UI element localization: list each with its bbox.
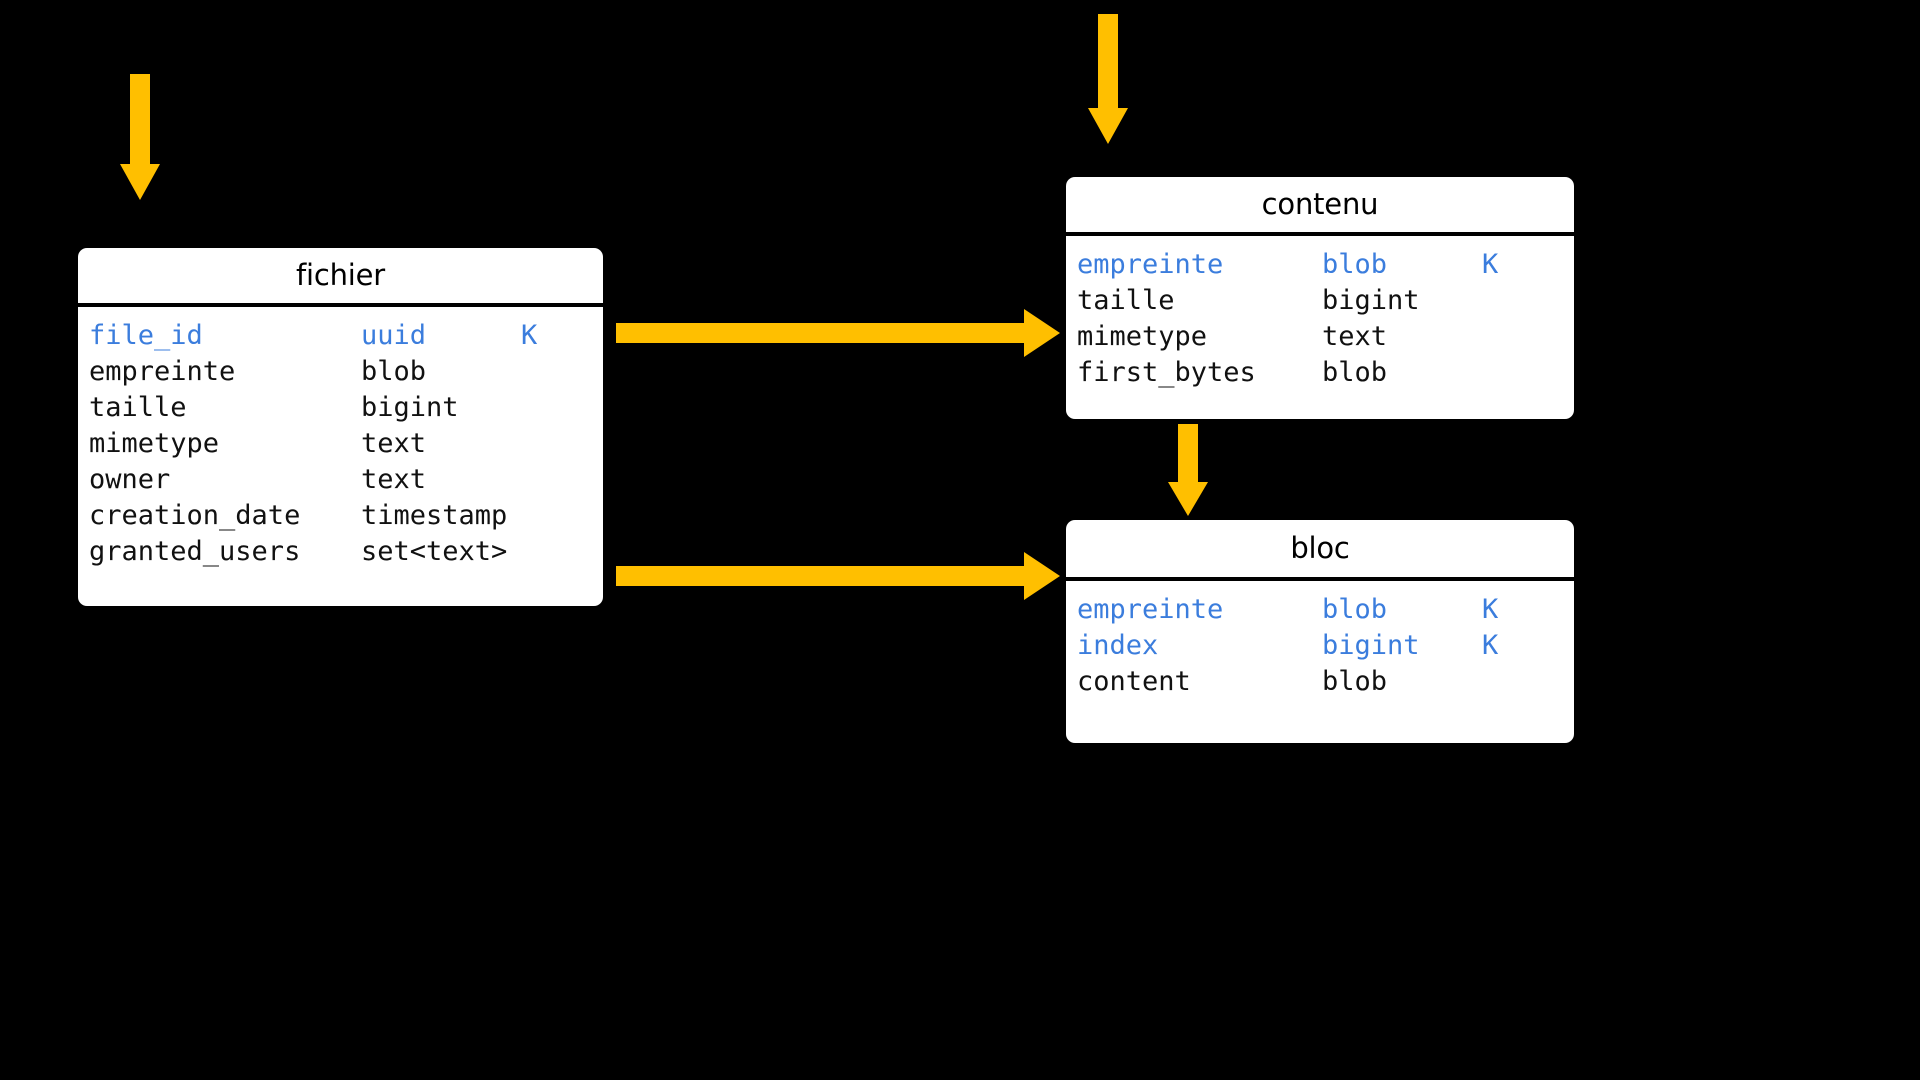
column-row: granted_users set<text> — [78, 534, 603, 570]
column-type: text — [361, 428, 427, 459]
column-key-marker: K — [1482, 630, 1499, 661]
column-key-marker: K — [1482, 594, 1499, 625]
column-type: bigint — [1322, 630, 1420, 661]
column-row: taille bigint — [78, 390, 603, 426]
entity-bloc-columns: empreinte blob K index bigint K content … — [1066, 581, 1574, 700]
column-type: uuid — [361, 320, 427, 351]
column-row: empreinte blob K — [1066, 592, 1574, 628]
column-type: blob — [1322, 666, 1388, 697]
column-name: mimetype — [89, 428, 220, 459]
entity-contenu-title: contenu — [1261, 187, 1379, 221]
column-type: blob — [1322, 249, 1388, 280]
column-type: set<text> — [361, 536, 508, 567]
column-type: blob — [1322, 594, 1388, 625]
column-type: timestamp — [361, 500, 508, 531]
column-type: bigint — [1322, 285, 1420, 316]
column-row: mimetype text — [78, 426, 603, 462]
arrow-contenu-to-bloc — [1168, 424, 1208, 516]
column-type: bigint — [361, 392, 459, 423]
column-row: mimetype text — [1066, 319, 1574, 355]
column-row: empreinte blob K — [1066, 247, 1574, 283]
column-name: file_id — [89, 320, 203, 351]
column-name: taille — [1077, 285, 1175, 316]
column-name: taille — [89, 392, 187, 423]
arrow-into-fichier — [120, 74, 160, 200]
column-name: creation_date — [89, 500, 301, 531]
column-row: content blob — [1066, 664, 1574, 700]
column-row: index bigint K — [1066, 628, 1574, 664]
column-type: blob — [1322, 357, 1388, 388]
column-name: mimetype — [1077, 321, 1208, 352]
column-type: text — [361, 464, 427, 495]
entity-contenu[interactable]: contenu empreinte blob K taille bigint m… — [1066, 177, 1574, 419]
column-type: blob — [361, 356, 427, 387]
entity-contenu-columns: empreinte blob K taille bigint mimetype … — [1066, 236, 1574, 391]
column-type: text — [1322, 321, 1388, 352]
column-name: content — [1077, 666, 1191, 697]
column-row: creation_date timestamp — [78, 498, 603, 534]
column-row: empreinte blob — [78, 354, 603, 390]
column-name: index — [1077, 630, 1159, 661]
column-key-marker: K — [1482, 249, 1499, 280]
column-name: first_bytes — [1077, 357, 1256, 388]
column-name: owner — [89, 464, 171, 495]
entity-fichier-divider — [78, 303, 603, 307]
arrow-fichier-to-contenu — [616, 309, 1060, 357]
column-name: empreinte — [1077, 594, 1224, 625]
entity-fichier[interactable]: fichier file_id uuid K empreinte blob ta… — [78, 248, 603, 606]
entity-contenu-divider — [1066, 232, 1574, 236]
arrow-fichier-to-bloc — [616, 552, 1060, 600]
column-row: owner text — [78, 462, 603, 498]
column-row: file_id uuid K — [78, 318, 603, 354]
entity-bloc-title: bloc — [1290, 531, 1350, 565]
entity-fichier-title: fichier — [295, 258, 385, 292]
column-row: first_bytes blob — [1066, 355, 1574, 391]
column-row: taille bigint — [1066, 283, 1574, 319]
arrow-into-contenu — [1088, 14, 1128, 144]
entity-fichier-columns: file_id uuid K empreinte blob taille big… — [78, 307, 603, 570]
column-key-marker: K — [521, 320, 538, 351]
column-name: empreinte — [89, 356, 236, 387]
column-name: empreinte — [1077, 249, 1224, 280]
entity-bloc-divider — [1066, 577, 1574, 581]
column-name: granted_users — [89, 536, 301, 567]
entity-bloc[interactable]: bloc empreinte blob K index bigint K con… — [1066, 520, 1574, 743]
